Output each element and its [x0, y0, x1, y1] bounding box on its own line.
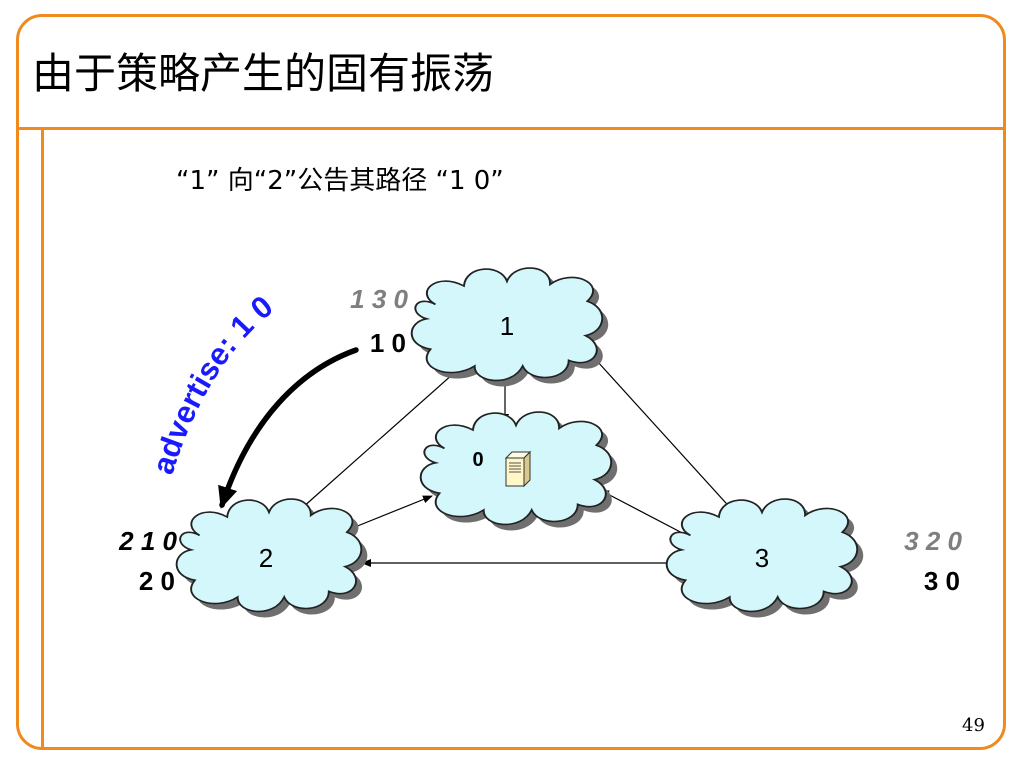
node-1-current-path: 1 0 [370, 328, 406, 358]
slide-subtitle: “1” 向“2”公告其路径 “1 0” [176, 166, 504, 196]
advertise-label-text: advertise: 1 0 [145, 289, 279, 479]
slide-frame [16, 14, 1006, 750]
edge-3-0 [599, 489, 691, 538]
slide-title: 由于策略产生的固有振荡 [32, 49, 495, 98]
node-2-label: 2 [259, 543, 273, 573]
node-1-alt-path: 1 3 0 [350, 284, 408, 314]
node-2-alt-path: 2 1 0 [118, 526, 177, 556]
advertise-arrow [218, 347, 359, 509]
server-icon [504, 450, 532, 488]
edge-1-3 [596, 360, 736, 514]
edges [301, 360, 736, 567]
node-3-current-path: 3 0 [924, 566, 960, 596]
node-1-label: 1 [500, 311, 514, 341]
edge-2-0 [349, 495, 433, 530]
page-number: 49 [962, 715, 985, 736]
node-2-current-path: 2 0 [139, 566, 175, 596]
node-0-label: 0 [472, 449, 483, 471]
title-divider [16, 127, 1006, 130]
side-divider [41, 130, 44, 748]
edge-2-1 [301, 365, 463, 509]
node-3-label: 3 [755, 543, 769, 573]
node-3-alt-path: 3 2 0 [904, 526, 962, 556]
advertise-label: advertise: 1 0 [145, 289, 279, 479]
